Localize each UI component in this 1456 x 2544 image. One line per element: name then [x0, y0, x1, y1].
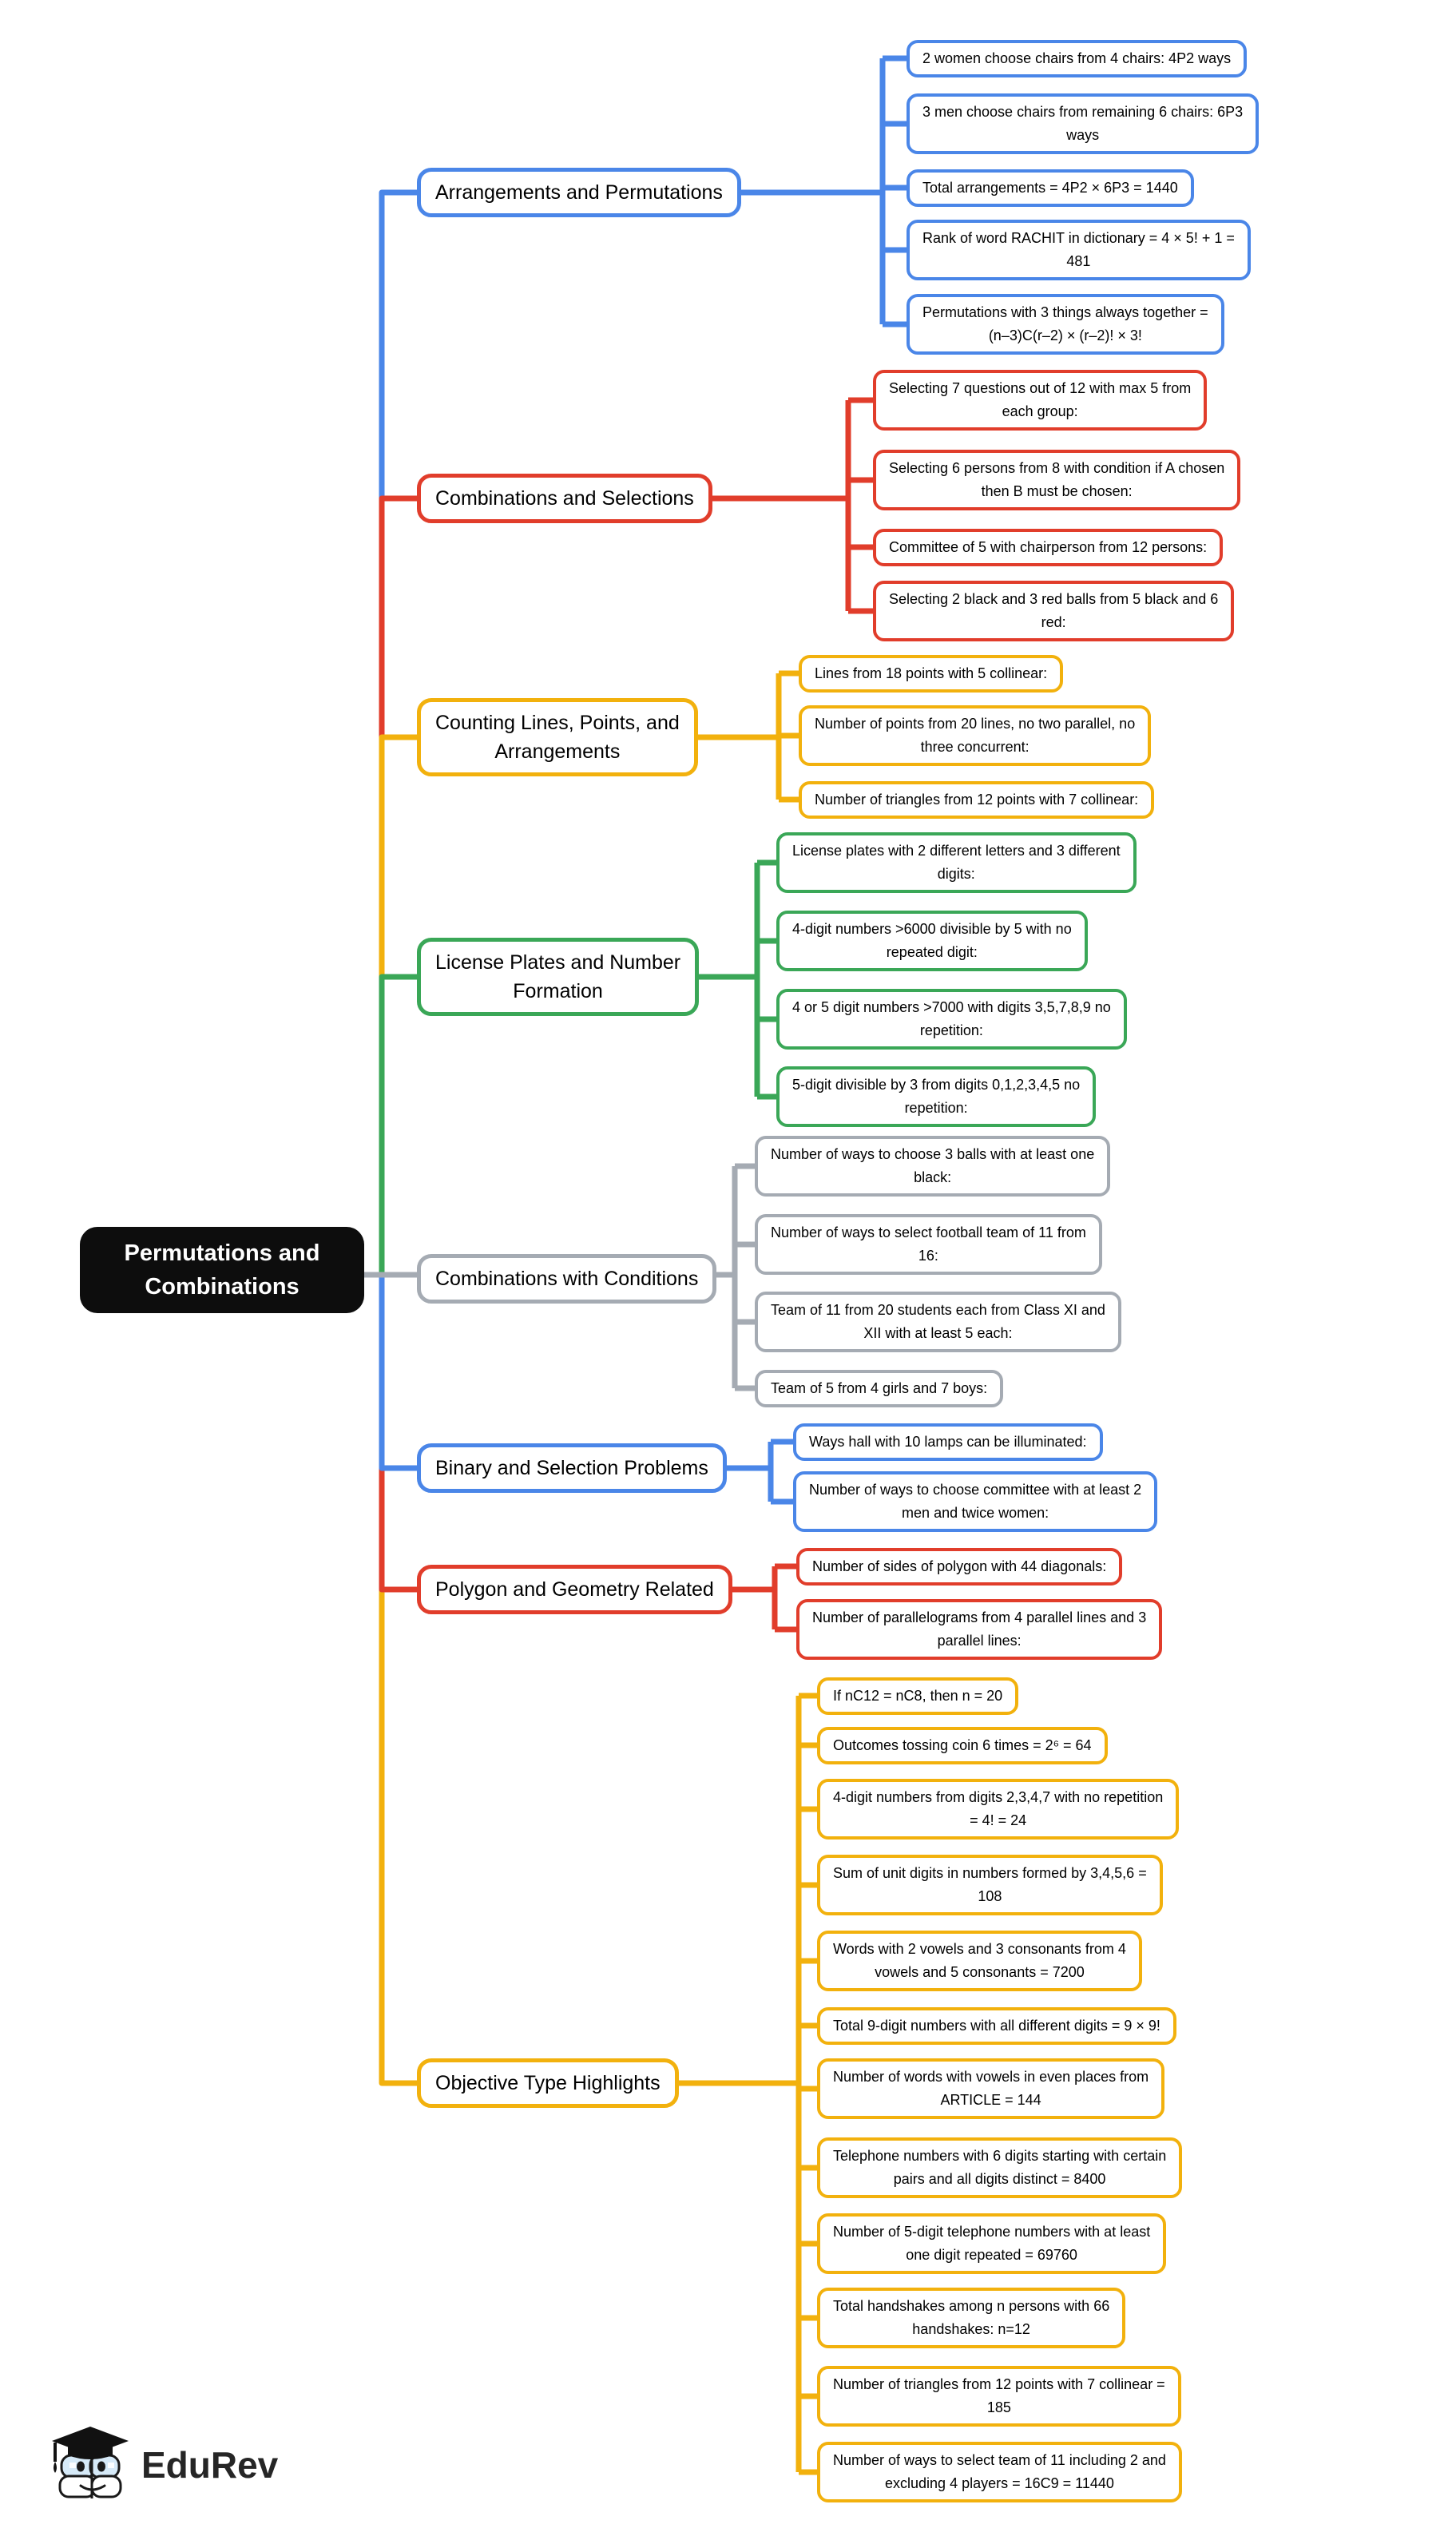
leaf-node[interactable]: 4-digit numbers >6000 divisible by 5 wit…: [776, 911, 1088, 971]
leaf-node[interactable]: Words with 2 vowels and 3 consonants fro…: [817, 1931, 1142, 1991]
leaf-node[interactable]: Rank of word RACHIT in dictionary = 4 × …: [907, 220, 1251, 280]
leaf-node[interactable]: Number of parallelograms from 4 parallel…: [796, 1599, 1163, 1660]
leaf-node[interactable]: 3 men choose chairs from remaining 6 cha…: [907, 93, 1260, 154]
leaf-node[interactable]: Committee of 5 with chairperson from 12 …: [873, 529, 1224, 566]
leaf-node[interactable]: 4 or 5 digit numbers >7000 with digits 3…: [776, 989, 1127, 1050]
leaf-node[interactable]: Number of triangles from 12 points with …: [817, 2366, 1181, 2427]
branch-label-combinations-and-selections[interactable]: Combinations and Selections: [417, 474, 712, 523]
branch-label-polygon-and-geometry[interactable]: Polygon and Geometry Related: [417, 1565, 732, 1614]
edurev-mascot-icon: [52, 2427, 129, 2498]
leaf-node[interactable]: Number of points from 20 lines, no two p…: [799, 705, 1152, 766]
leaf-node[interactable]: Number of sides of polygon with 44 diago…: [796, 1548, 1123, 1586]
leaf-node[interactable]: Number of ways to choose committee with …: [793, 1471, 1158, 1532]
leaf-node[interactable]: Telephone numbers with 6 digits starting…: [817, 2137, 1183, 2198]
leaf-node[interactable]: Number of words with vowels in even plac…: [817, 2058, 1165, 2119]
root-node[interactable]: Permutations and Combinations: [80, 1227, 364, 1313]
leaf-node[interactable]: Number of ways to select football team o…: [755, 1214, 1102, 1275]
edurev-logo: EduRev: [44, 2420, 278, 2510]
leaf-node[interactable]: Lines from 18 points with 5 collinear:: [799, 655, 1064, 693]
leaf-node[interactable]: 2 women choose chairs from 4 chairs: 4P2…: [907, 40, 1248, 77]
leaf-node[interactable]: Total arrangements = 4P2 × 6P3 = 1440: [907, 169, 1194, 207]
leaf-node[interactable]: 5-digit divisible by 3 from digits 0,1,2…: [776, 1066, 1097, 1127]
leaf-node[interactable]: 4-digit numbers from digits 2,3,4,7 with…: [817, 1779, 1180, 1840]
leaf-node[interactable]: Sum of unit digits in numbers formed by …: [817, 1855, 1163, 1915]
leaf-node[interactable]: If nC12 = nC8, then n = 20: [817, 1677, 1019, 1715]
branch-label-binary-and-selection[interactable]: Binary and Selection Problems: [417, 1443, 727, 1493]
leaf-node[interactable]: Outcomes tossing coin 6 times = 2⁶ = 64: [817, 1727, 1108, 1764]
leaf-node[interactable]: Team of 11 from 20 students each from Cl…: [755, 1292, 1121, 1352]
leaf-node[interactable]: Selecting 6 persons from 8 with conditio…: [873, 450, 1241, 510]
branch-label-objective-type-highlights[interactable]: Objective Type Highlights: [417, 2058, 679, 2108]
leaf-node[interactable]: Ways hall with 10 lamps can be illuminat…: [793, 1423, 1103, 1461]
branch-label-counting-lines-points[interactable]: Counting Lines, Points, and Arrangements: [417, 698, 698, 776]
leaf-node[interactable]: Total 9-digit numbers with all different…: [817, 2007, 1176, 2045]
leaf-node[interactable]: Selecting 2 black and 3 red balls from 5…: [873, 581, 1235, 641]
leaf-node[interactable]: Total handshakes among n persons with 66…: [817, 2288, 1126, 2348]
leaf-node[interactable]: Selecting 7 questions out of 12 with max…: [873, 370, 1208, 431]
leaf-node[interactable]: License plates with 2 different letters …: [776, 832, 1137, 893]
edurev-wordmark: EduRev: [141, 2444, 279, 2486]
leaf-node[interactable]: Permutations with 3 things always togeth…: [907, 294, 1224, 355]
leaf-node[interactable]: Number of ways to select team of 11 incl…: [817, 2442, 1182, 2502]
leaf-node[interactable]: Number of 5-digit telephone numbers with…: [817, 2213, 1167, 2274]
branch-label-license-plates[interactable]: License Plates and Number Formation: [417, 938, 700, 1016]
leaf-node[interactable]: Number of ways to choose 3 balls with at…: [755, 1136, 1111, 1197]
leaf-node[interactable]: Team of 5 from 4 girls and 7 boys:: [755, 1370, 1004, 1407]
branch-label-arrangements-and-permutations[interactable]: Arrangements and Permutations: [417, 168, 741, 217]
branch-label-combinations-with-conditions[interactable]: Combinations with Conditions: [417, 1254, 717, 1304]
leaf-node[interactable]: Number of triangles from 12 points with …: [799, 781, 1155, 819]
